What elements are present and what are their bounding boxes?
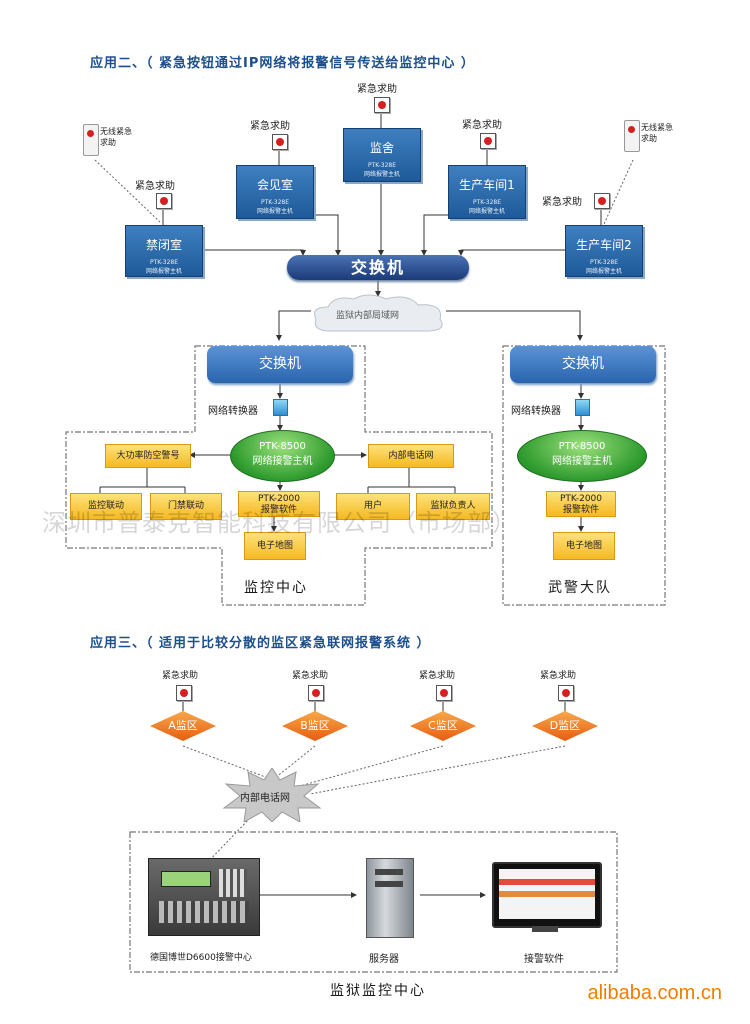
wireless-label-right: 无线紧急求助 [641,123,673,143]
emergency-label: 紧急求助 [162,671,199,681]
emergency-label: 紧急求助 [419,671,456,681]
software-model: PTK-2000 [559,494,603,504]
police-emap: 电子地图 [553,532,615,560]
panic-button-icon [272,134,288,150]
panic-button-icon [308,685,324,701]
phone-net-label: 内部电话网 [240,793,290,804]
host-model: PTK-328E [150,259,178,266]
monitor-link: 监控联动 [70,493,142,520]
center-switch: 交换机 [207,346,353,383]
panic-button-icon [558,685,574,701]
host-sub: 网络报警主机 [145,268,182,275]
center-phone-net: 内部电话网 [368,444,454,468]
lan-cloud-icon [314,294,443,332]
host-model: PTK-328E [261,199,289,206]
host-model: PTK-8500 [558,441,606,452]
server-label: 服务器 [369,954,399,965]
network-converter-icon [575,399,590,416]
emergency-label: 紧急求助 [250,121,290,132]
police-alarm-software: PTK-2000 报警软件 [546,491,616,517]
prison-center-caption: 监狱监控中心 [330,983,426,999]
center-converter-label: 网络转换器 [208,406,258,417]
host-name: 会见室 [256,178,293,192]
police-converter-label: 网络转换器 [511,406,561,417]
software-sub: 报警软件 [260,505,297,515]
server-icon [366,858,414,938]
center-caption: 监控中心 [244,580,308,596]
host-sub: 网络报警主机 [468,208,505,215]
prison-head-box: 监狱负责人 [416,493,490,520]
panic-button-icon [436,685,452,701]
wireless-panic-button-icon [624,120,640,152]
host-sub: 网络接警主机 [252,456,313,467]
host-sub: 网络报警主机 [585,268,622,275]
panic-button-icon [594,193,610,209]
host-model: PTK-328E [368,162,396,169]
main-switch: 交换机 [287,255,469,280]
host-name: 生产车间2 [576,238,632,252]
center-alarm-software: PTK-2000 报警软件 [238,491,320,517]
software-sub: 报警软件 [562,505,599,515]
wireless-label-left: 无线紧急求助 [100,127,132,147]
door-link: 门禁联动 [150,493,222,520]
panic-button-icon [156,193,172,209]
host-jianshe: 监舍 PTK-328E 网络报警主机 [343,128,421,182]
host-sub: 网络报警主机 [256,208,293,215]
lan-cloud-label: 监狱内部局域网 [336,311,400,321]
monitor-stand [532,926,558,932]
section2-title: 应用二、（ 紧急按钮通过IP网络将报警信号传送给监控中心 ） [90,56,475,71]
host-chejian1: 生产车间1 PTK-328E 网络报警主机 [448,165,526,219]
host-sub: 网络接警主机 [552,456,612,467]
emergency-label: 紧急求助 [540,671,577,681]
user-box: 用户 [336,493,410,520]
emergency-label: 紧急求助 [292,671,329,681]
receiver-device-icon [148,858,260,936]
host-chejian2: 生产车间2 PTK-328E 网络报警主机 [565,225,643,277]
host-model: PTK-328E [473,199,501,206]
emergency-label: 紧急求助 [462,120,502,131]
emergency-label: 紧急求助 [135,181,175,192]
network-converter-icon [273,399,288,416]
company-watermark: 深圳市普泰克智能科技有限公司（市场部） [42,509,517,537]
panic-button-icon [176,685,192,701]
host-name: 监舍 [369,141,394,155]
center-emap: 电子地图 [244,532,306,560]
host-name: 生产车间1 [459,178,515,192]
host-model: PTK-8500 [259,441,306,452]
police-caption: 武警大队 [548,580,612,596]
air-raid-siren: 大功率防空警号 [105,444,191,468]
host-huijianshi: 会见室 PTK-328E 网络报警主机 [236,165,314,219]
police-switch: 交换机 [510,346,656,383]
software-label: 接警软件 [524,954,564,965]
center-alarm-host: PTK-8500 网络接警主机 [230,430,335,482]
panic-button-icon [374,97,390,113]
host-name: 禁闭室 [145,238,182,252]
monitor-icon [492,862,602,928]
phone-net-burst-icon [222,768,322,822]
emergency-label: 紧急求助 [357,84,397,95]
section3-title: 应用三、（ 适用于比较分散的监区紧急联网报警系统 ） [90,636,431,651]
alibaba-brand: alibaba.com.cn [587,982,722,1004]
receiver-label: 德国博世D6600接警中心 [150,953,252,963]
software-model: PTK-2000 [257,494,301,504]
host-model: PTK-328E [590,259,618,266]
emergency-label: 紧急求助 [542,197,582,208]
panic-button-icon [480,133,496,149]
host-jinbishi: 禁闭室 PTK-328E 网络报警主机 [125,225,203,277]
police-alarm-host: PTK-8500 网络接警主机 [517,430,647,482]
wireless-panic-button-icon [83,124,99,156]
host-sub: 网络报警主机 [363,171,400,178]
